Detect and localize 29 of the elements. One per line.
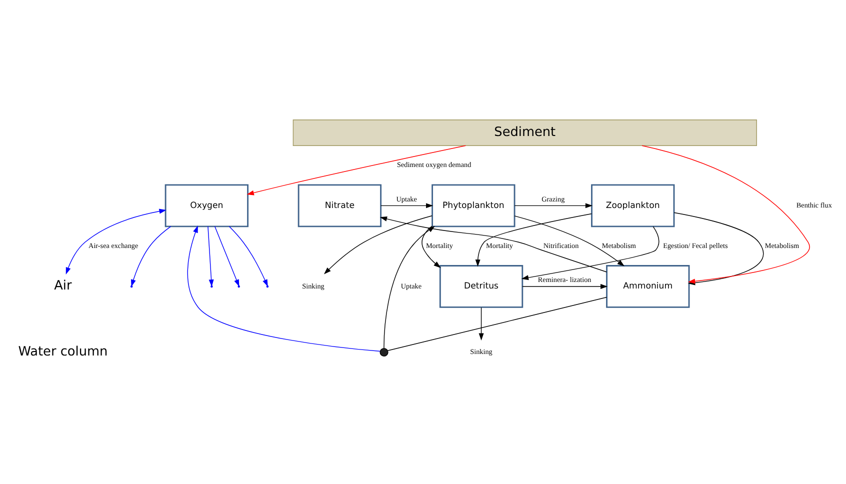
arrow bbox=[422, 225, 441, 268]
arrow bbox=[214, 226, 240, 286]
node-text: Air bbox=[54, 278, 72, 294]
node-box: Detritus bbox=[439, 264, 524, 308]
arrow bbox=[642, 144, 810, 284]
arrow bbox=[384, 225, 435, 348]
arrow bbox=[478, 306, 484, 340]
arrow bbox=[475, 212, 592, 266]
arrow bbox=[514, 215, 624, 266]
arrow bbox=[228, 226, 268, 286]
arrow bbox=[246, 144, 466, 195]
arrow bbox=[521, 226, 660, 280]
node-box: Ammonium bbox=[606, 264, 690, 308]
arrow bbox=[522, 283, 608, 288]
node-circle bbox=[380, 347, 388, 356]
arrow bbox=[380, 202, 434, 208]
node-box: Zooplankton bbox=[591, 184, 675, 227]
node-box: Sediment bbox=[292, 119, 757, 146]
arrow bbox=[380, 216, 607, 272]
arrow bbox=[187, 225, 380, 352]
arrow bbox=[324, 214, 432, 274]
node-box: Phytoplankton bbox=[432, 184, 516, 227]
arrow bbox=[514, 202, 593, 208]
arrow bbox=[130, 226, 172, 286]
node-box: Oxygen bbox=[164, 184, 249, 227]
arrow bbox=[66, 208, 166, 274]
label: Water column bbox=[18, 344, 108, 359]
node-box: Nitrate bbox=[298, 184, 382, 227]
connector bbox=[387, 296, 608, 350]
